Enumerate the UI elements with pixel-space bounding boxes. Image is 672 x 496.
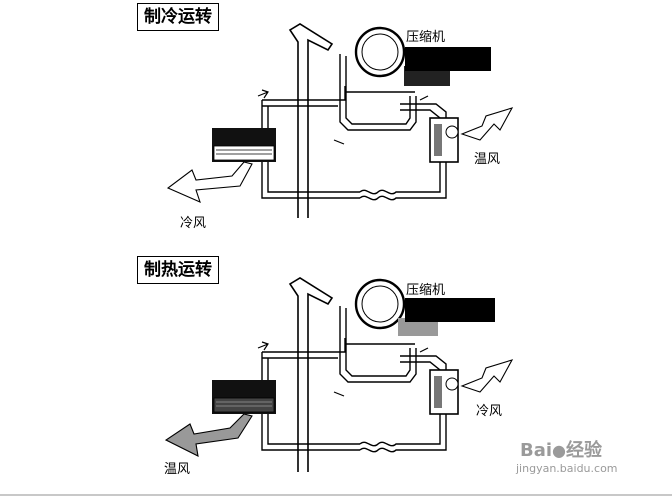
watermark-brand-suffix: 经验: [566, 440, 603, 461]
cooling-wall: [288, 23, 334, 218]
heating-compressor: [354, 278, 406, 330]
bottom-border: [0, 494, 672, 496]
heating-title: 制热运转: [137, 256, 219, 284]
cooling-flow-arrows: [257, 89, 429, 145]
cooling-compressor: [354, 26, 406, 78]
heating-outdoor-air-arrow: [460, 359, 514, 393]
cooling-outdoor-air-arrow: [460, 107, 514, 141]
heating-compressor-box: [398, 318, 438, 336]
heating-indoor-air-arrow: [164, 413, 253, 457]
heating-compressor-label: 压缩机: [406, 283, 446, 298]
cooling-compressor-label: 压缩机: [406, 30, 446, 45]
heating-indoor-unit: [212, 380, 276, 414]
heating-outdoor-unit: [429, 369, 459, 415]
heating-indoor-air-label: 温风: [164, 462, 191, 477]
watermark-url: jingyan.baidu.com: [516, 462, 618, 475]
cooling-title: 制冷运转: [137, 3, 219, 31]
cooling-outdoor-unit: [429, 117, 459, 163]
cooling-outdoor-air-label: 温风: [474, 152, 501, 167]
heating-outdoor-air-label: 冷风: [476, 404, 503, 419]
heating-pipes: [261, 306, 447, 453]
cooling-black-bar: [405, 47, 491, 71]
watermark-brand: Bai●经验: [520, 436, 602, 462]
cooling-indoor-unit: [212, 128, 276, 162]
watermark-brand-text: Bai: [520, 440, 553, 461]
paw-icon: ●: [552, 441, 567, 460]
heating-wall: [288, 277, 334, 472]
cooling-indoor-air-arrow: [166, 161, 253, 203]
heating-flow-arrows: [257, 341, 429, 397]
heating-black-bar: [405, 298, 495, 322]
cooling-indoor-air-label: 冷风: [180, 216, 207, 231]
